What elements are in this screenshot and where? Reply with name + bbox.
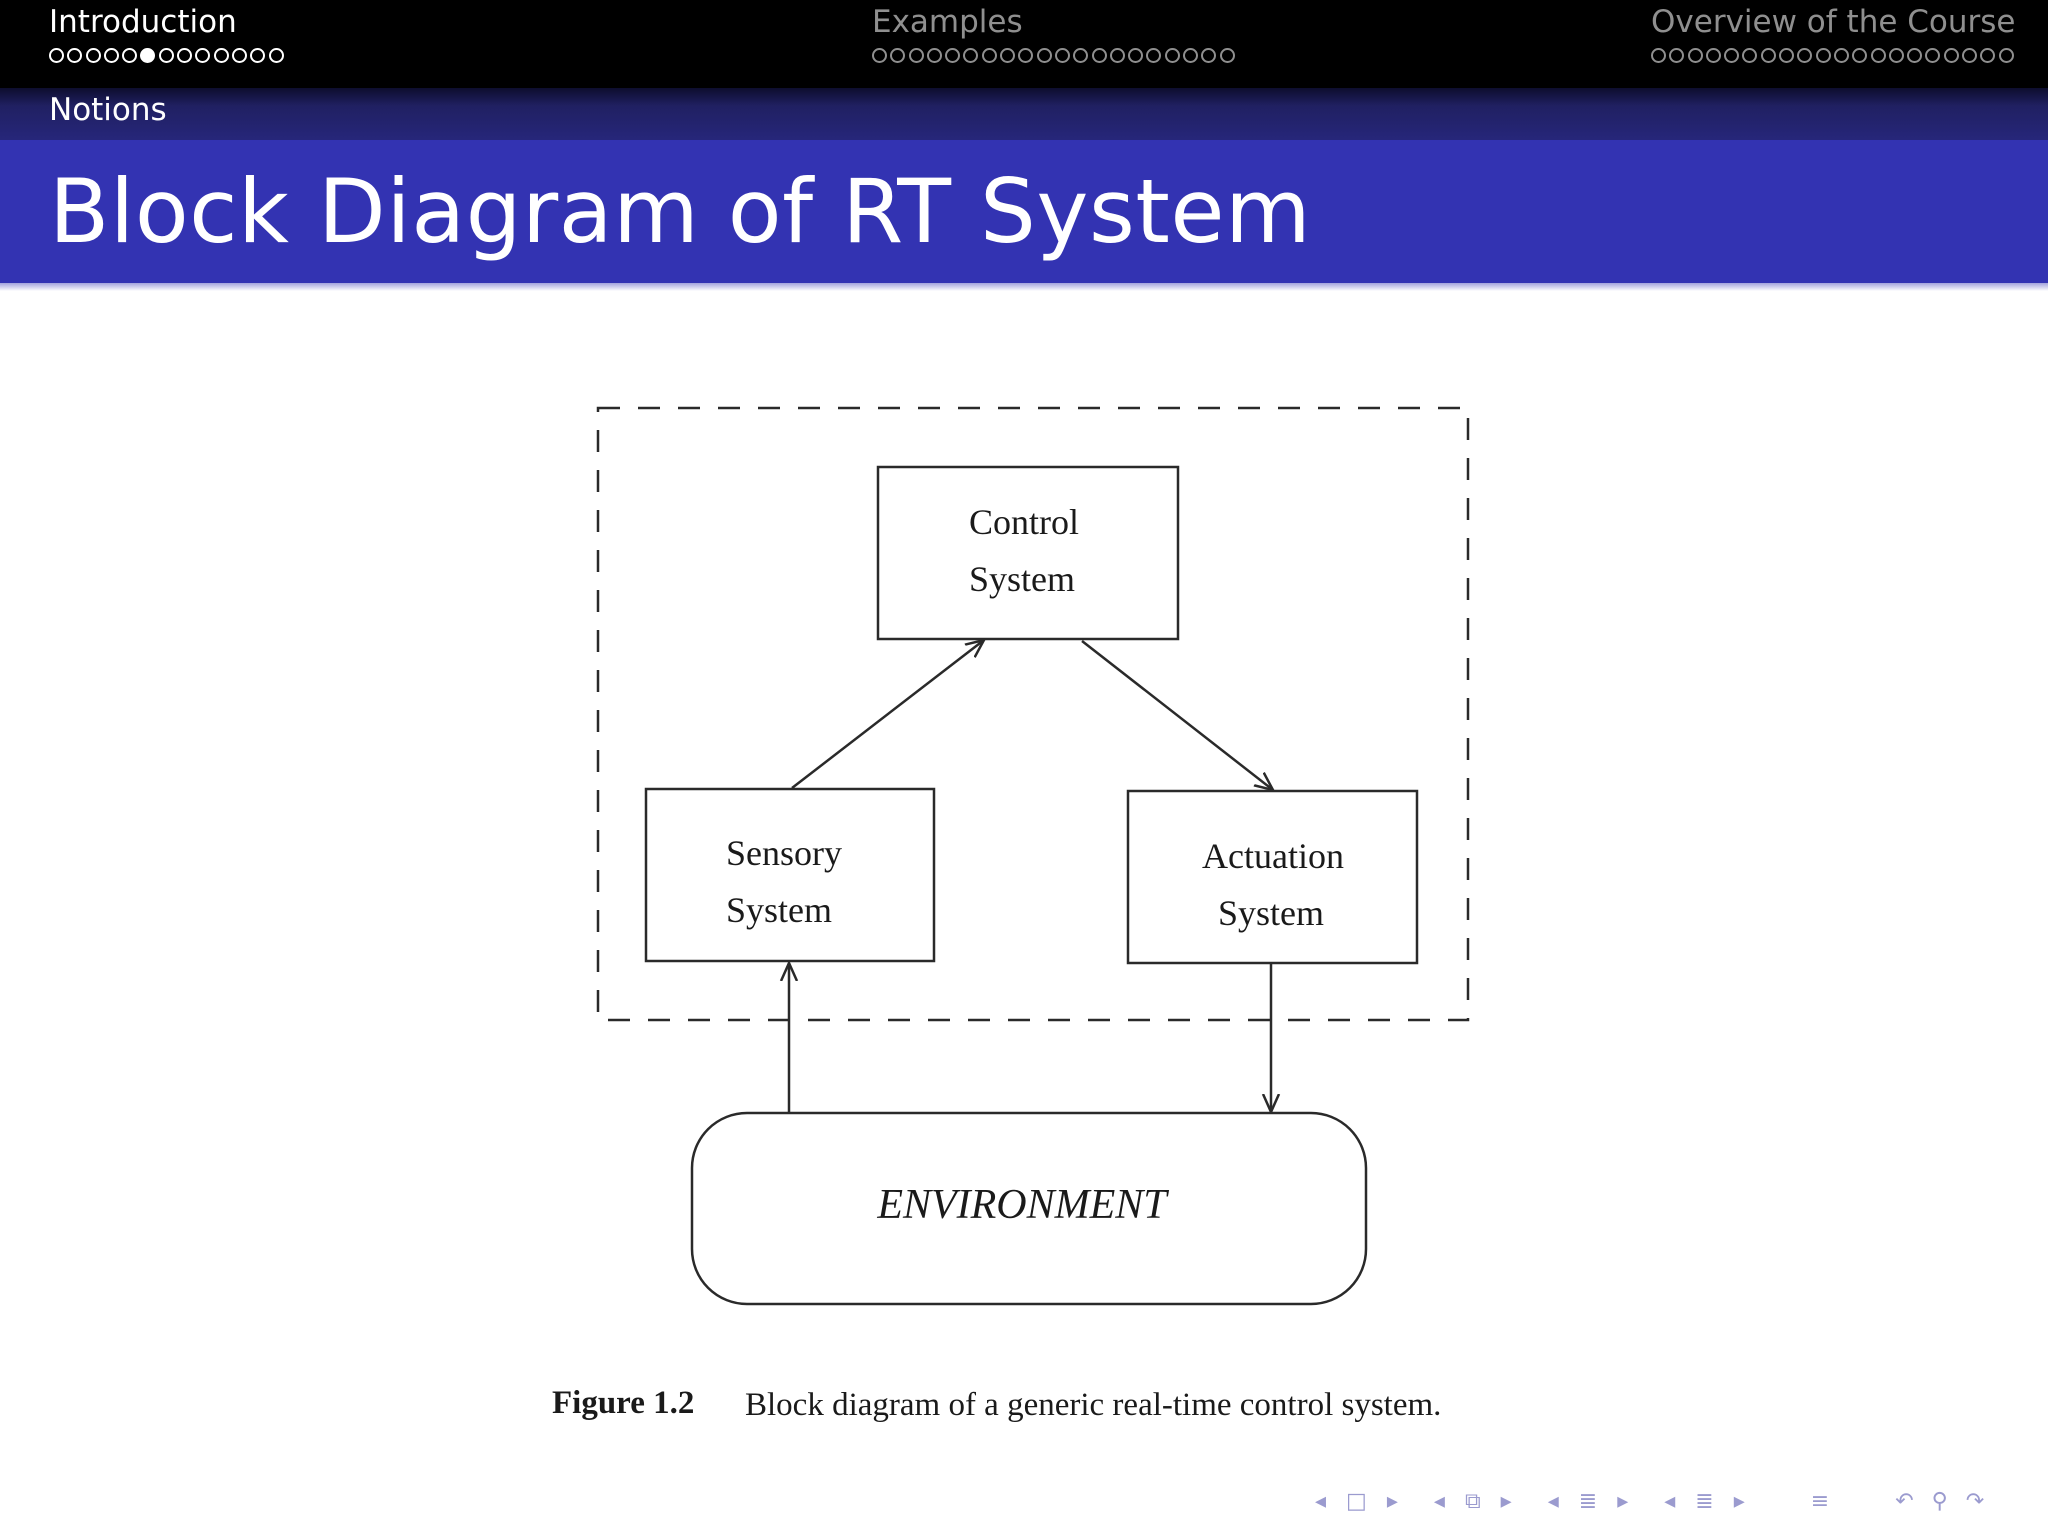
frame-dot[interactable] — [1219, 48, 1235, 63]
frame-title: Block Diagram of RT System — [49, 160, 1312, 263]
figure-caption-text: Block diagram of a generic real-time con… — [745, 1387, 1441, 1423]
frame-dot[interactable] — [85, 48, 101, 63]
frame-dot[interactable] — [1054, 48, 1070, 63]
control-label-line2: System — [969, 559, 1075, 599]
frame-dot[interactable] — [140, 48, 156, 63]
frame-dot[interactable] — [1128, 48, 1144, 63]
frame-dot[interactable] — [1815, 48, 1831, 63]
environment-label: ENVIRONMENT — [876, 1182, 1169, 1228]
section-icon[interactable]: ≣ — [1695, 1488, 1714, 1514]
frame-dot[interactable] — [1833, 48, 1849, 63]
nav-right-arrow-icon[interactable]: ▸ — [1733, 1488, 1745, 1514]
frame-dot[interactable] — [122, 48, 138, 63]
system-boundary — [596, 406, 1470, 1022]
frame-dot[interactable] — [1109, 48, 1125, 63]
frame-dot[interactable] — [1687, 48, 1703, 63]
frame-dot[interactable] — [49, 48, 64, 63]
nav-right-arrow-icon[interactable]: ▸ — [1500, 1488, 1512, 1514]
frame-dot[interactable] — [268, 48, 284, 63]
redo-icon[interactable]: ↷ — [1965, 1488, 1985, 1514]
frame-dot[interactable] — [1852, 48, 1868, 63]
frame-dot[interactable] — [1779, 48, 1795, 63]
frame-dot[interactable] — [177, 48, 193, 63]
actuation-label-line1: Actuation — [1202, 836, 1344, 876]
environment-block: ENVIRONMENT — [690, 1111, 1368, 1306]
frame-icon[interactable]: □ — [1346, 1488, 1367, 1514]
nav-section-label[interactable]: Overview of the Course — [1651, 4, 2016, 40]
arrow-sensory-to-control — [791, 640, 984, 789]
beamer-navigation-controls: ◂ □ ▸ ◂ ⧉ ▸ ◂ ≣ ▸ ◂ ≣ ▸ ≡ ↶ ⚲ ↷ — [1315, 1488, 1984, 1520]
frame-dot[interactable] — [1742, 48, 1758, 63]
frame-dot[interactable] — [250, 48, 266, 63]
frame-dot[interactable] — [908, 48, 924, 63]
frame-dot[interactable] — [1091, 48, 1107, 63]
frame-dot[interactable] — [1962, 48, 1978, 63]
frame-dot[interactable] — [67, 48, 83, 63]
frame-dot[interactable] — [1943, 48, 1959, 63]
frame-dot[interactable] — [1998, 48, 2014, 63]
align-icon[interactable]: ≡ — [1810, 1488, 1830, 1514]
frame-dot[interactable] — [981, 48, 997, 63]
frame-dot[interactable] — [1907, 48, 1923, 63]
subsection-bar: Notions — [0, 88, 2048, 140]
frame-dot[interactable] — [1870, 48, 1886, 63]
nav-section-label[interactable]: Introduction — [49, 4, 237, 40]
frame-dot[interactable] — [213, 48, 229, 63]
nav-left-arrow-icon[interactable]: ◂ — [1315, 1488, 1327, 1514]
undo-icon[interactable]: ↶ — [1895, 1488, 1914, 1514]
subsection-label[interactable]: Notions — [49, 92, 167, 128]
frame-dot[interactable] — [1760, 48, 1776, 63]
frame-dot[interactable] — [1925, 48, 1941, 63]
frame-dots — [1651, 48, 2017, 72]
frame-dot[interactable] — [872, 48, 887, 63]
frame-dot[interactable] — [1797, 48, 1813, 63]
actuation-label-line2: System — [1218, 893, 1324, 933]
nav-left-arrow-icon[interactable]: ◂ — [1433, 1488, 1445, 1514]
frame-dot[interactable] — [1651, 48, 1666, 63]
search-icon[interactable]: ⚲ — [1931, 1488, 1948, 1514]
control-label-line1: Control — [969, 502, 1079, 542]
frame-dot[interactable] — [1669, 48, 1685, 63]
frame-title-bar: Block Diagram of RT System — [0, 140, 2048, 291]
frame-dot[interactable] — [103, 48, 119, 63]
frame-dot[interactable] — [1724, 48, 1740, 63]
nav-right-arrow-icon[interactable]: ▸ — [1617, 1488, 1629, 1514]
actuation-system-block: Actuation System — [1126, 789, 1419, 965]
frame-dot[interactable] — [1201, 48, 1217, 63]
frame-dot[interactable] — [1036, 48, 1052, 63]
arrow-control-to-actuation — [1081, 640, 1273, 790]
frame-dot[interactable] — [1164, 48, 1180, 63]
frame-dot[interactable] — [1073, 48, 1089, 63]
frame-dot[interactable] — [1705, 48, 1721, 63]
nav-left-arrow-icon[interactable]: ◂ — [1547, 1488, 1559, 1514]
frame-dot[interactable] — [158, 48, 174, 63]
frame-dot[interactable] — [1000, 48, 1016, 63]
sensory-label-line2: System — [726, 890, 832, 930]
frame-dot[interactable] — [926, 48, 942, 63]
frame-dot[interactable] — [963, 48, 979, 63]
frame-dot[interactable] — [1888, 48, 1904, 63]
nav-right-arrow-icon[interactable]: ▸ — [1386, 1488, 1398, 1514]
slide-stack-icon[interactable]: ⧉ — [1464, 1488, 1481, 1514]
subsection-icon[interactable]: ≣ — [1578, 1488, 1598, 1514]
frame-dot[interactable] — [231, 48, 247, 63]
frame-dot[interactable] — [1183, 48, 1199, 63]
frame-dot[interactable] — [1980, 48, 1996, 63]
figure-caption-number: Figure 1.2 — [552, 1385, 694, 1421]
frame-dot[interactable] — [890, 48, 906, 63]
nav-left-arrow-icon[interactable]: ◂ — [1664, 1488, 1676, 1514]
frame-dots — [872, 48, 1238, 72]
frame-dot[interactable] — [1018, 48, 1034, 63]
section-navigation: Introduction Examples Overview of the Co… — [0, 0, 2048, 88]
nav-section-label[interactable]: Examples — [872, 4, 1023, 40]
control-system-block: Control System — [876, 465, 1180, 641]
sensory-label-line1: Sensory — [726, 833, 842, 873]
frame-dots — [49, 48, 287, 72]
frame-dot[interactable] — [1146, 48, 1162, 63]
sensory-system-block: Sensory System — [644, 787, 936, 963]
frame-dot[interactable] — [945, 48, 961, 63]
frame-dot[interactable] — [195, 48, 211, 63]
